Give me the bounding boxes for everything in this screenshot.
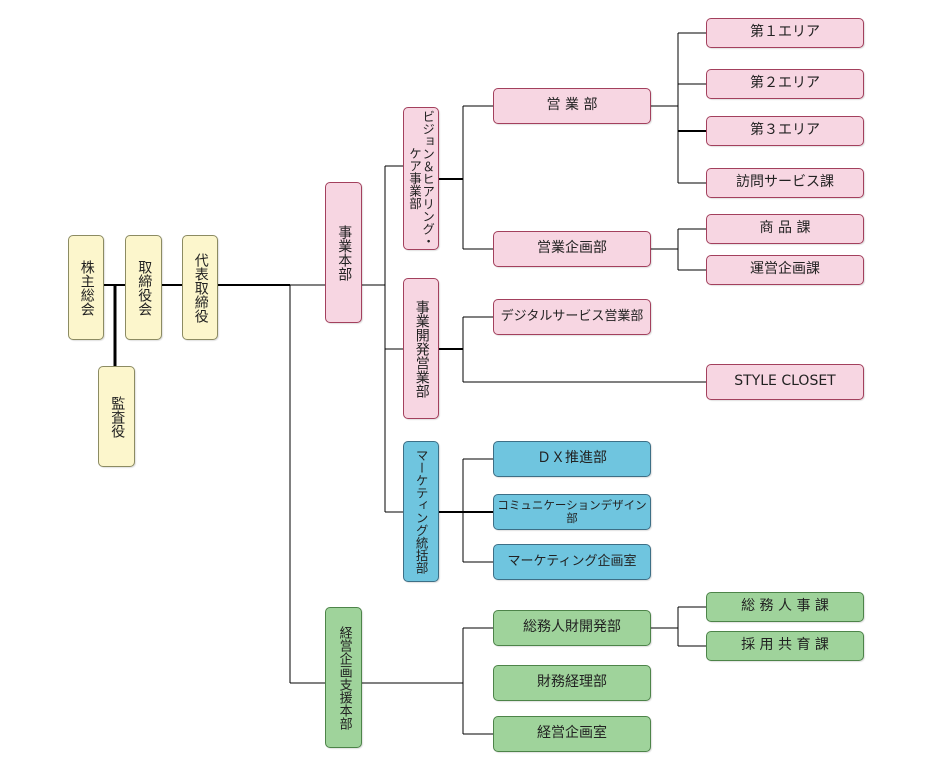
product-section-label: 商 品 課 [759,220,811,237]
communication-design-department-label: コミュニケーションデザイン部 [497,498,647,525]
auditor-label: 監査役 [109,395,126,438]
operations-planning-section-box: 運営企画課 [706,255,864,285]
board-of-directors-label: 取締役会 [136,259,153,316]
auditor-box: 監査役 [98,366,135,467]
style-closet-box: STYLE CLOSET [706,364,864,400]
management-planning-support-hq-label: 経営企画支援本部 [336,625,352,730]
communication-design-department-box: コミュニケーションデザイン部 [493,494,651,530]
digital-service-sales-department-label: デジタルサービス営業部 [500,308,644,324]
area-3-box: 第３エリア [706,116,864,146]
finance-accounting-department-label: 財務経理部 [537,674,607,691]
representative-director-label: 代表取締役 [192,252,209,323]
area-2-label: 第２エリア [750,75,820,92]
business-development-sales-division-label: 事業開発営業部 [413,299,430,398]
shareholders-meeting-box: 株主総会 [68,235,104,340]
dx-promotion-department-box: ＤＸ推進部 [493,441,651,477]
sales-planning-department-box: 営業企画部 [493,231,651,267]
sales-department-label: 営 業 部 [546,97,598,114]
marketing-division-box: マーケティング統括部 [403,441,439,582]
marketing-planning-office-label: マーケティング企画室 [507,553,637,569]
area-2-box: 第２エリア [706,69,864,99]
area-1-label: 第１エリア [750,24,820,41]
recruitment-education-section-box: 採 用 共 育 課 [706,631,864,661]
board-of-directors-box: 取締役会 [125,235,162,340]
sales-planning-department-label: 営業企画部 [537,240,607,257]
corporate-planning-office-box: 経営企画室 [493,716,651,752]
general-affairs-hr-section-box: 総 務 人 事 課 [706,592,864,622]
general-affairs-hr-section-label: 総 務 人 事 課 [741,598,829,615]
business-hq-label: 事業本部 [336,224,353,281]
management-planning-support-hq-box: 経営企画支援本部 [325,607,362,748]
operations-planning-section-label: 運営企画課 [750,261,820,278]
finance-accounting-department-box: 財務経理部 [493,665,651,701]
style-closet-label: STYLE CLOSET [734,373,836,390]
area-1-box: 第１エリア [706,18,864,48]
ga-hr-development-department-box: 総務人財開発部 [493,610,651,646]
digital-service-sales-department-box: デジタルサービス営業部 [493,299,651,335]
sales-department-box: 営 業 部 [493,88,651,124]
marketing-division-label: マーケティング統括部 [413,449,429,574]
visiting-service-section-box: 訪問サービス課 [706,168,864,198]
visiting-service-section-label: 訪問サービス課 [736,174,834,191]
ga-hr-development-department-label: 総務人財開発部 [523,619,621,636]
vision-hearing-care-division-box: ビジョン＆ヒアリング・ケア事業部 [403,107,439,250]
shareholders-meeting-label: 株主総会 [78,259,95,316]
marketing-planning-office-box: マーケティング企画室 [493,544,651,580]
representative-director-box: 代表取締役 [182,235,218,340]
business-hq-box: 事業本部 [325,182,362,323]
dx-promotion-department-label: ＤＸ推進部 [537,450,607,467]
vision-hearing-care-division-label: ビジョン＆ヒアリング・ケア事業部 [407,109,436,248]
business-development-sales-division-box: 事業開発営業部 [403,278,439,419]
corporate-planning-office-label: 経営企画室 [537,725,607,742]
recruitment-education-section-label: 採 用 共 育 課 [741,637,829,654]
area-3-label: 第３エリア [750,122,820,139]
product-section-box: 商 品 課 [706,214,864,244]
